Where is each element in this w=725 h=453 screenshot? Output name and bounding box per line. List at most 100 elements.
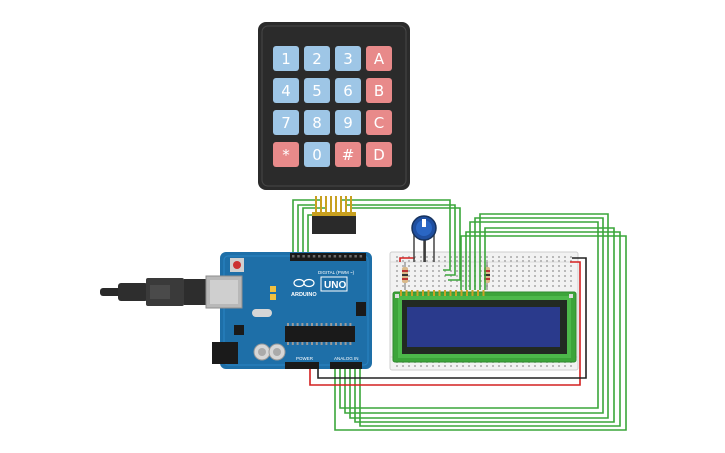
key-C[interactable]: C: [366, 110, 392, 135]
breadboard-hole: [528, 280, 530, 282]
breadboard-hole: [492, 275, 494, 277]
digital-pin: [338, 255, 342, 258]
breadboard-hole: [402, 260, 404, 262]
key-2[interactable]: 2: [304, 46, 330, 71]
key-cap[interactable]: [335, 110, 361, 135]
key-cap[interactable]: [366, 78, 392, 103]
breadboard-hole: [564, 265, 566, 267]
key-cap[interactable]: [273, 78, 299, 103]
key-cap[interactable]: [304, 142, 330, 167]
breadboard-hole: [462, 265, 464, 267]
breadboard-hole: [564, 285, 566, 287]
chip-leg: [296, 342, 299, 345]
potentiometer-knob: [422, 219, 426, 227]
key-cap[interactable]: [273, 110, 299, 135]
key-star[interactable]: *: [273, 142, 299, 167]
breadboard-hole: [510, 280, 512, 282]
breadboard-hole: [402, 285, 404, 287]
breadboard-hole: [444, 275, 446, 277]
breadboard-hole: [528, 265, 530, 267]
breadboard-hole: [486, 260, 488, 262]
breadboard-hole: [522, 256, 524, 258]
breadboard-hole: [456, 260, 458, 262]
breadboard-hole: [420, 270, 422, 272]
key-9[interactable]: 9: [335, 110, 361, 135]
keypad-pin: [330, 196, 332, 214]
key-cap[interactable]: [273, 142, 299, 167]
breadboard-hole: [534, 256, 536, 258]
key-1[interactable]: 1: [273, 46, 299, 71]
breadboard-hole: [498, 256, 500, 258]
chip-leg: [296, 323, 299, 326]
breadboard-hole: [564, 270, 566, 272]
breadboard-hole: [480, 275, 482, 277]
chip-leg: [311, 323, 313, 326]
breadboard-hole: [420, 275, 422, 277]
key-7[interactable]: 7: [273, 110, 299, 135]
key-0[interactable]: 0: [304, 142, 330, 167]
breadboard-hole: [468, 365, 470, 367]
key-8[interactable]: 8: [304, 110, 330, 135]
breadboard-hole: [480, 270, 482, 272]
key-cap[interactable]: [335, 78, 361, 103]
power-label: POWER: [296, 356, 314, 361]
breadboard-hole: [552, 280, 554, 282]
key-A[interactable]: A: [366, 46, 392, 71]
key-cap[interactable]: [366, 110, 392, 135]
breadboard-hole: [438, 275, 440, 277]
breadboard-hole: [534, 260, 536, 262]
key-5[interactable]: 5: [304, 78, 330, 103]
breadboard-hole: [474, 365, 476, 367]
digital-pin: [297, 255, 300, 258]
key-cap[interactable]: [273, 46, 299, 71]
key-cap[interactable]: [304, 110, 330, 135]
breadboard-hole: [468, 256, 470, 258]
keypad-pin: [340, 196, 342, 214]
breadboard-hole: [522, 280, 524, 282]
breadboard-hole: [402, 365, 404, 367]
breadboard-hole: [546, 260, 548, 262]
ground-wire: [317, 257, 587, 379]
key-3[interactable]: 3: [335, 46, 361, 71]
breadboard-hole: [570, 365, 572, 367]
breadboard-hole: [444, 285, 446, 287]
key-D[interactable]: D: [366, 142, 392, 167]
key-label: C: [374, 114, 384, 132]
breadboard-hole: [432, 256, 434, 258]
lcd-pin: [455, 290, 457, 296]
key-label: #: [342, 146, 355, 164]
breadboard-hole: [546, 365, 548, 367]
chip-leg: [315, 342, 318, 345]
key-cap[interactable]: [366, 46, 392, 71]
chip-leg: [301, 342, 304, 345]
digital-pin: [344, 255, 347, 258]
key-B[interactable]: B: [366, 78, 392, 103]
potentiometer[interactable]: [411, 215, 437, 262]
breadboard-hole: [540, 285, 542, 287]
key-cap[interactable]: [335, 142, 361, 167]
breadboard-hole: [498, 365, 500, 367]
key-cap[interactable]: [366, 142, 392, 167]
key-4[interactable]: 4: [273, 78, 299, 103]
breadboard-hole: [426, 280, 428, 282]
breadboard-hole: [396, 265, 398, 267]
key-cap[interactable]: [304, 46, 330, 71]
breadboard-hole: [552, 285, 554, 287]
key-label: 0: [312, 146, 322, 164]
breadboard-hole: [528, 285, 530, 287]
breadboard-hole: [396, 275, 398, 277]
breadboard-hole: [498, 260, 500, 262]
key-cap[interactable]: [304, 78, 330, 103]
key-hash[interactable]: #: [335, 142, 361, 167]
breadboard-hole: [438, 365, 440, 367]
breadboard-hole: [420, 285, 422, 287]
breadboard-hole: [396, 365, 398, 367]
model-label: UNO: [324, 280, 346, 291]
breadboard-hole: [504, 280, 506, 282]
key-label: D: [373, 146, 385, 164]
key-6[interactable]: 6: [335, 78, 361, 103]
key-cap[interactable]: [335, 46, 361, 71]
digital-pin: [333, 255, 337, 258]
breadboard-hole: [504, 260, 506, 262]
keypad-pin: [325, 196, 327, 214]
